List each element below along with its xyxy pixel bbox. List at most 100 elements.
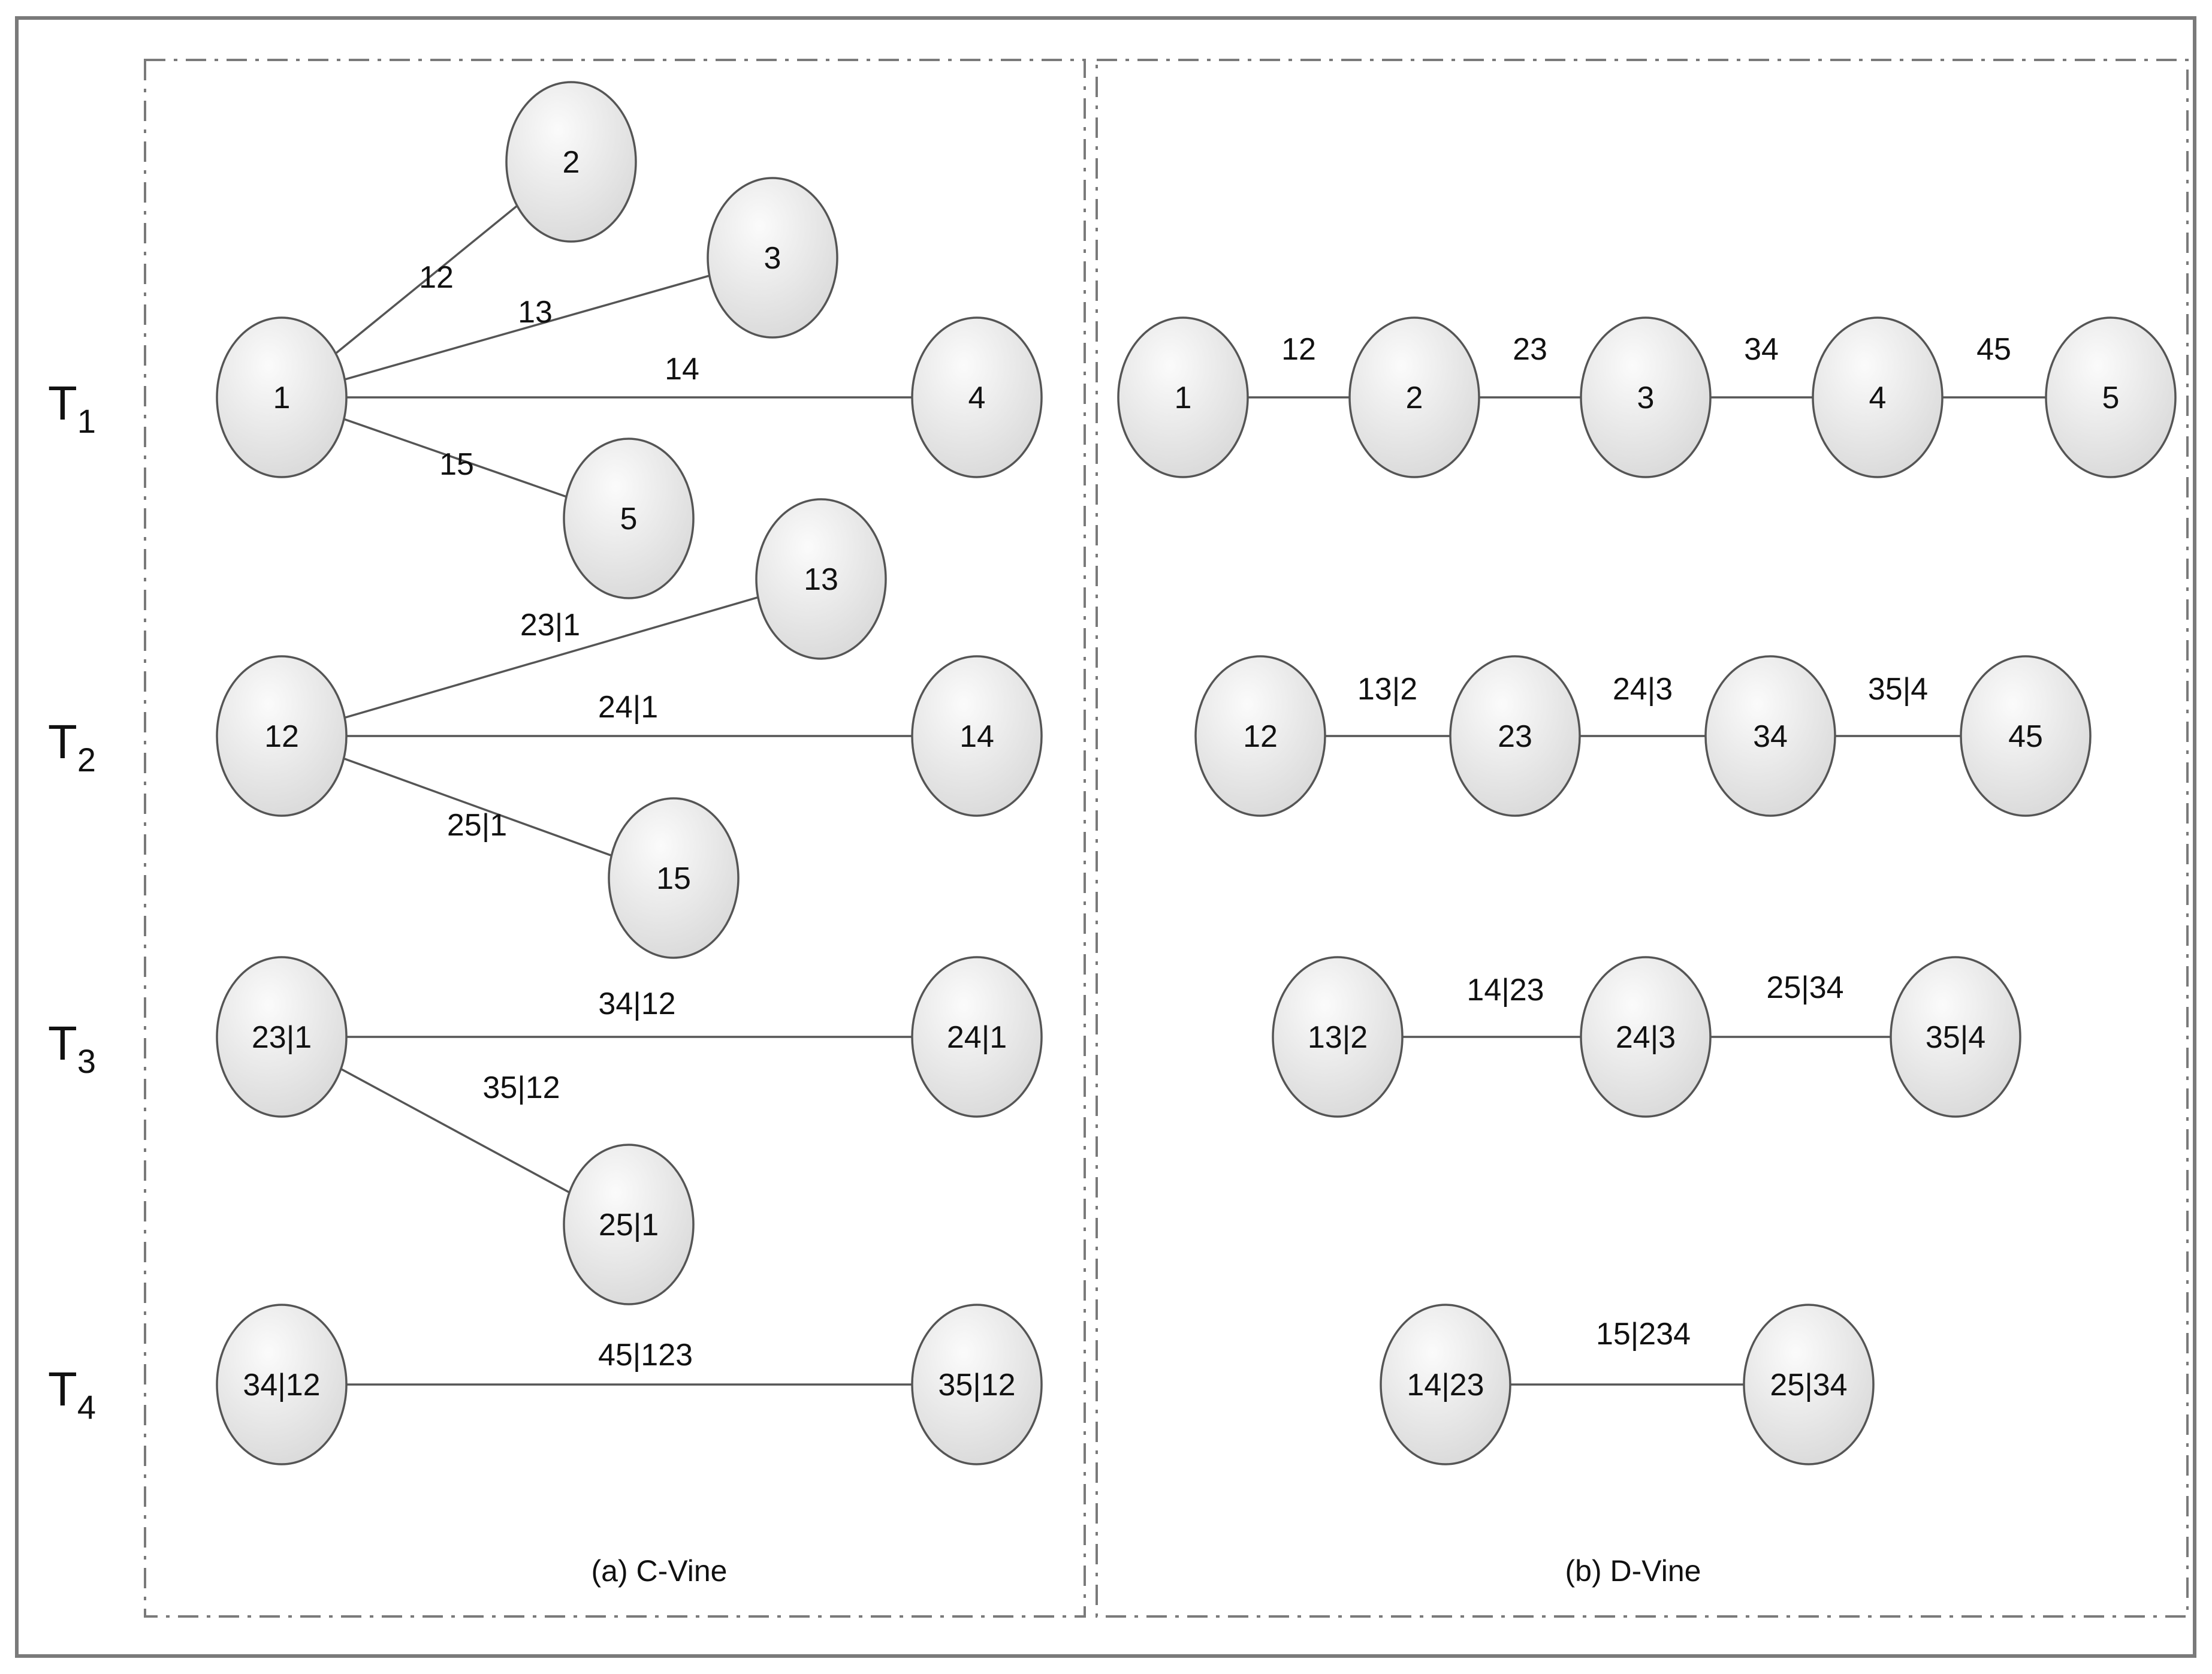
cvine-t2-node-15: 15 — [608, 797, 740, 959]
dvine-t2-edge-label-35-given-4: 35|4 — [1868, 672, 1928, 707]
cvine-t3-edge-label-34-given-12: 34|12 — [598, 987, 675, 1021]
dvine-t1-node-1: 1 — [1117, 316, 1249, 478]
node-ellipse — [1812, 316, 1944, 478]
node-label: 25|34 — [1770, 1368, 1847, 1402]
dvine-t3-node-13-given-2: 13|2 — [1272, 956, 1404, 1118]
node-ellipse — [1580, 316, 1712, 478]
node-ellipse — [216, 316, 348, 478]
node-label: 12 — [1243, 719, 1278, 754]
cvine-t1-edge-13 — [281, 257, 773, 399]
dvine-t2-node-23: 23 — [1449, 655, 1581, 817]
cvine-t1-node-3: 3 — [707, 177, 838, 339]
node-label: 12 — [264, 719, 299, 754]
node-label: 2 — [563, 145, 580, 180]
cvine-t1-edge-label-12: 12 — [419, 260, 454, 295]
node-label: 1 — [273, 381, 291, 415]
node-ellipse — [1743, 1304, 1875, 1465]
node-ellipse — [1117, 316, 1249, 478]
node-label: 25|1 — [599, 1208, 659, 1242]
node-label: 14 — [959, 719, 994, 754]
dvine-t2-edge-label-24-given-3: 24|3 — [1613, 672, 1673, 707]
dvine-t2-node-34: 34 — [1704, 655, 1836, 817]
tree-label-t2: T2 — [48, 715, 96, 779]
node-ellipse — [563, 1144, 695, 1305]
cvine-t2-node-13: 13 — [755, 498, 887, 660]
dvine-t2-node-12: 12 — [1194, 655, 1326, 817]
tree-label-t4: T4 — [48, 1362, 96, 1426]
node-label: 14|23 — [1407, 1368, 1484, 1402]
dvine-panel-box — [1096, 59, 2189, 1618]
cvine-t1-edge-label-15: 15 — [439, 447, 474, 482]
cvine-t1-edge-label-13: 13 — [518, 295, 553, 330]
dvine-t1-node-4: 4 — [1812, 316, 1944, 478]
dvine-t3-edge-label-25-given-34: 25|34 — [1766, 970, 1843, 1005]
node-ellipse — [707, 177, 838, 339]
cvine-t2-edge-25-given-1 — [281, 735, 674, 879]
node-label: 2 — [1406, 381, 1423, 415]
dvine-t4-node-25-given-34: 25|34 — [1743, 1304, 1875, 1465]
dvine-t4-edge-label-15-given-234: 15|234 — [1596, 1317, 1691, 1352]
cvine-t2-edge-label-25-given-1: 25|1 — [447, 808, 507, 843]
node-ellipse — [563, 438, 695, 599]
cvine-t1-node-5: 5 — [563, 438, 695, 599]
node-label: 24|1 — [947, 1020, 1007, 1055]
node-ellipse — [608, 797, 740, 959]
node-label: 4 — [968, 381, 986, 415]
dvine-t1-edge-label-34: 34 — [1744, 332, 1779, 367]
cvine-t2-edge-label-23-given-1: 23|1 — [520, 608, 580, 643]
node-ellipse — [1449, 655, 1581, 817]
node-ellipse — [911, 956, 1043, 1118]
node-ellipse — [911, 655, 1043, 817]
node-label: 34 — [1753, 719, 1788, 754]
dvine-t1-edge-label-23: 23 — [1513, 332, 1547, 367]
node-label: 45 — [2008, 719, 2043, 754]
cvine-t3-node-23-given-1: 23|1 — [216, 956, 348, 1118]
node-label: 34|12 — [243, 1368, 320, 1402]
cvine-t1-edge-label-14: 14 — [665, 352, 699, 387]
cvine-t4-node-35-given-12: 35|12 — [911, 1304, 1043, 1465]
dvine-t3-node-35-given-4: 35|4 — [1890, 956, 2021, 1118]
cvine-t2-edge-23-given-1 — [281, 578, 822, 737]
node-label: 35|12 — [938, 1368, 1015, 1402]
cvine-t1-node-4: 4 — [911, 316, 1043, 478]
node-label: 5 — [2102, 381, 2120, 415]
node-label: 13|2 — [1308, 1020, 1368, 1055]
node-ellipse — [911, 316, 1043, 478]
cvine-t4-edge-label-45-given-123: 45|123 — [598, 1338, 693, 1373]
node-ellipse — [2045, 316, 2177, 478]
node-label: 23|1 — [252, 1020, 312, 1055]
node-label: 3 — [764, 241, 781, 276]
node-label: 1 — [1175, 381, 1192, 415]
node-label: 5 — [620, 502, 638, 536]
cvine-t2-edge-label-24-given-1: 24|1 — [598, 690, 658, 725]
dvine-caption: (b) D-Vine — [1565, 1554, 1701, 1588]
node-ellipse — [216, 655, 348, 817]
node-ellipse — [1960, 655, 2092, 817]
node-ellipse — [1704, 655, 1836, 817]
node-label: 4 — [1869, 381, 1887, 415]
node-label: 24|3 — [1616, 1020, 1676, 1055]
node-ellipse — [755, 498, 887, 660]
node-ellipse — [1890, 956, 2021, 1118]
cvine-t3-node-25-given-1: 25|1 — [563, 1144, 695, 1305]
dvine-t1-node-5: 5 — [2045, 316, 2177, 478]
dvine-t4-node-14-given-23: 14|23 — [1380, 1304, 1511, 1465]
node-ellipse — [1272, 956, 1404, 1118]
dvine-t1-node-2: 2 — [1348, 316, 1480, 478]
node-ellipse — [1580, 956, 1712, 1118]
node-label: 35|4 — [1926, 1020, 1985, 1055]
tree-label-t3: T3 — [48, 1017, 96, 1080]
node-ellipse — [216, 1304, 348, 1465]
dvine-t1-node-3: 3 — [1580, 316, 1712, 478]
tree-label-t1: T1 — [48, 376, 96, 440]
cvine-t3-node-24-given-1: 24|1 — [911, 956, 1043, 1118]
node-label: 23 — [1498, 719, 1532, 754]
node-ellipse — [1380, 1304, 1511, 1465]
dvine-t3-edge-label-14-given-23: 14|23 — [1466, 973, 1544, 1008]
dvine-t1-edge-label-45: 45 — [1976, 332, 2011, 367]
node-ellipse — [216, 956, 348, 1118]
cvine-t2-node-12: 12 — [216, 655, 348, 817]
cvine-t3-edge-label-35-given-12: 35|12 — [482, 1070, 560, 1105]
